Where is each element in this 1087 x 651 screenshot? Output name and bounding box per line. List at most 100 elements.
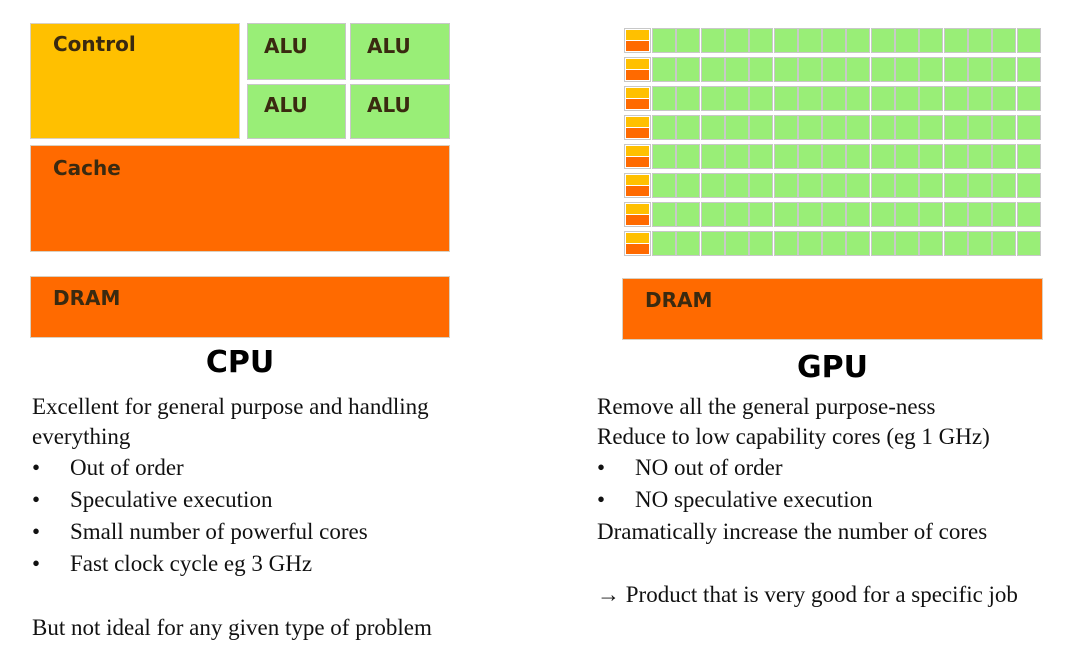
gpu-alu-cell [700,86,725,111]
gpu-alu-cell [724,28,749,53]
gpu-alu-cell [919,144,944,169]
gpu-alu-cell [1016,173,1041,198]
gpu-alu-cell [870,202,895,227]
gpu-alu-cell [870,57,895,82]
gpu-alu-cell [797,144,822,169]
gpu-alu-cell [652,173,676,198]
gpu-alu-cell [797,86,822,111]
gpu-alu-cell [870,173,895,198]
gpu-alu-cell [895,86,919,111]
bullet-glyph: • [32,551,41,576]
gpu-alu-cell [846,57,871,82]
gpu-alu-cell [749,115,774,140]
cpu-cache-block: Cache [30,145,450,252]
gpu-alu-cell [749,144,774,169]
gpu-alu-cell [822,231,847,256]
gpu-alu-cell [700,231,725,256]
bullet-glyph: • [597,455,606,480]
gpu-alu-cell [749,28,774,53]
gpu-alu-cell [700,144,725,169]
gpu-alu-cell [700,57,725,82]
cpu-title: CPU [205,345,275,380]
gpu-alu-cell [1016,231,1041,256]
gpu-alu-cell [724,144,749,169]
gpu-core-row [624,202,1041,227]
gpu-alu-cell [773,28,798,53]
gpu-control-cache-cell [624,86,651,111]
gpu-alu-cell [870,115,895,140]
gpu-alu-cell [652,231,676,256]
gpu-alu-cell [967,231,992,256]
gpu-alu-cell [773,115,798,140]
gpu-alu-cell [700,115,725,140]
gpu-alu-cell [773,231,798,256]
gpu-alu-cell [895,173,919,198]
gpu-alu-cell [1016,86,1041,111]
gpu-alu-cell [895,57,919,82]
gpu-alu-cell [919,57,944,82]
gpu-control-cache-cell [624,57,651,82]
gpu-cache-unit [626,215,649,225]
gpu-alu-cell [992,28,1017,53]
gpu-text-line: Dramatically increase the number of core… [597,519,988,544]
gpu-alu-cell [1016,115,1041,140]
gpu-alu-cell [822,173,847,198]
gpu-alu-cell [1016,144,1041,169]
gpu-bullet-text: NO out of order [635,455,783,480]
gpu-control-cache-cell [624,28,651,53]
gpu-alu-cell [700,173,725,198]
gpu-control-unit [626,117,649,127]
gpu-core-row [624,28,1041,53]
cpu-alu-label: ALU [264,34,308,58]
gpu-core-row [624,144,1041,169]
gpu-alu-cell [967,86,992,111]
gpu-alu-cell [676,231,701,256]
gpu-alu-cell [749,202,774,227]
gpu-alu-cell [895,144,919,169]
gpu-alu-cell [943,173,968,198]
gpu-alu-cell [943,86,968,111]
gpu-alu-cell [700,202,725,227]
cpu-cache-label: Cache [53,156,121,180]
gpu-alu-cell [797,115,822,140]
gpu-alu-cell [652,28,676,53]
cpu-dram-block: DRAM [30,276,450,338]
gpu-core-row [624,115,1041,140]
cpu-alu-block: ALU [247,23,346,80]
gpu-alu-cell [846,173,871,198]
gpu-alu-cell [919,86,944,111]
gpu-alu-cell [773,86,798,111]
gpu-alu-cell [822,57,847,82]
gpu-alu-cell [943,57,968,82]
gpu-core-row [624,231,1041,256]
cpu-bullet-text: Out of order [70,455,184,480]
gpu-alu-cell [943,202,968,227]
gpu-alu-cell [676,115,701,140]
gpu-alu-cell [797,57,822,82]
gpu-alu-cell [652,115,676,140]
gpu-alu-cell [967,28,992,53]
gpu-cache-unit [626,70,649,80]
gpu-alu-cell [1016,57,1041,82]
gpu-alu-cell [749,173,774,198]
cpu-dram-label: DRAM [53,286,121,310]
gpu-conclusion: → Product that is very good for a specif… [597,582,1018,607]
gpu-alu-cell [943,28,968,53]
gpu-alu-cell [967,115,992,140]
gpu-alu-cell [652,202,676,227]
gpu-cache-unit [626,244,649,254]
gpu-cache-unit [626,186,649,196]
gpu-alu-cell [895,202,919,227]
gpu-alu-cell [822,115,847,140]
gpu-alu-cell [797,173,822,198]
gpu-alu-cell [676,202,701,227]
gpu-alu-cell [992,115,1017,140]
cpu-bullet-text: Fast clock cycle eg 3 GHz [70,551,313,576]
gpu-alu-cell [773,144,798,169]
cpu-alu-label: ALU [367,34,411,58]
gpu-alu-cell [919,173,944,198]
gpu-alu-cell [967,202,992,227]
gpu-alu-cell [846,144,871,169]
gpu-core-row [624,57,1041,82]
gpu-alu-cell [895,28,919,53]
